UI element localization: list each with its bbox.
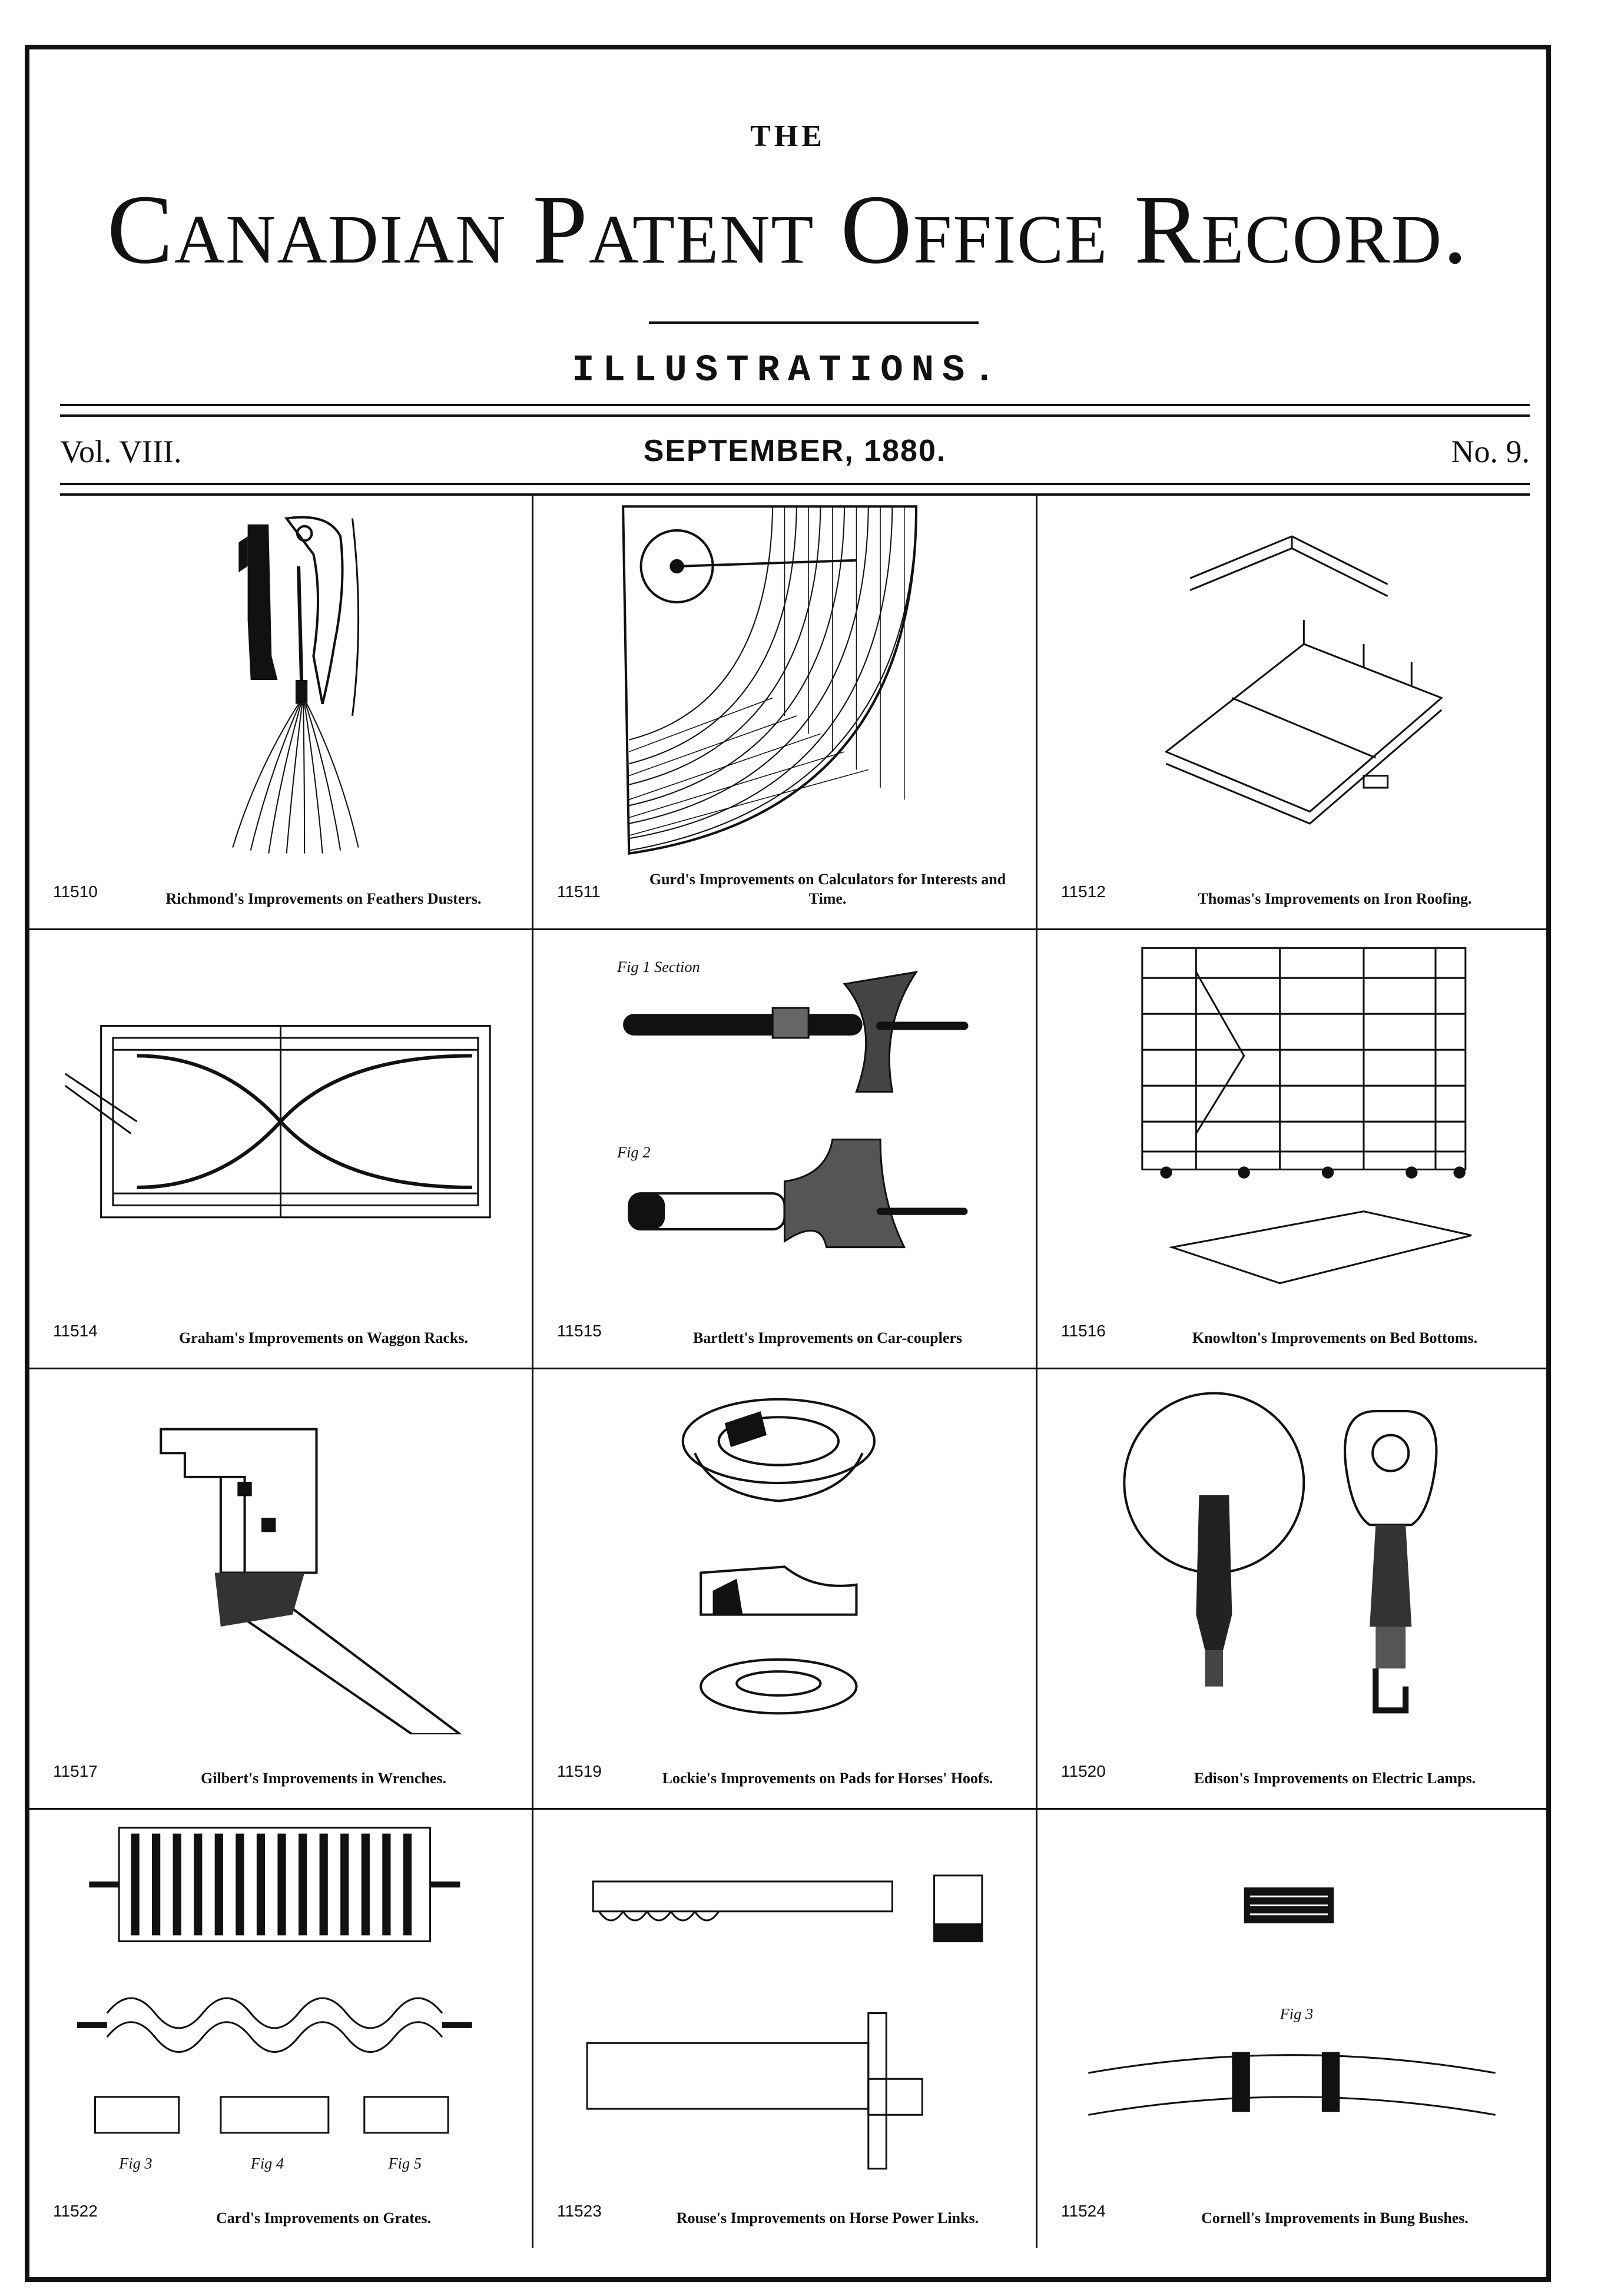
patent-caption: 11511 Gurd's Improvements on Calculators…	[557, 865, 1022, 912]
patent-caption: 11510 Richmond's Improvements on Feather…	[53, 865, 518, 912]
patent-cell: Fig 3 Fig 4 Fig 5 11522 Card's Improveme…	[29, 1810, 533, 2248]
patent-title: Richmond's Improvements on Feathers Dust…	[165, 890, 482, 907]
figure-label: Fig 4	[250, 2155, 284, 2172]
patent-title: Thomas's Improvements on Iron Roofing.	[1198, 890, 1472, 907]
patent-caption: 11523 Rouse's Improvements on Horse Powe…	[557, 2184, 1022, 2231]
patent-caption: 11517 Gilbert's Improvements in Wrenches…	[53, 1744, 518, 1791]
iron-roofing-illustration	[1164, 535, 1444, 825]
patent-cell: Fig 3 11524 Cornell's Improvements in Bu…	[1037, 1810, 1546, 2248]
patent-cell: 11519 Lockie's Improvements on Pads for …	[533, 1369, 1037, 1810]
patent-title: Card's Improvements on Grates.	[216, 2209, 431, 2227]
patent-caption: 11520 Edison's Improvements on Electric …	[1061, 1744, 1532, 1791]
publication-title: Canadian Patent Office Record.	[107, 175, 1469, 284]
figure-label: Fig 2	[616, 1143, 650, 1161]
double-rule-top	[60, 404, 1530, 417]
patent-caption: 11522 Card's Improvements on Grates.	[53, 2184, 518, 2231]
figure-label: Fig 3	[118, 2155, 152, 2172]
illustration-grid: 11510 Richmond's Improvements on Feather…	[29, 495, 1546, 2277]
patent-title: Bartlett's Improvements on Car-couplers	[692, 1329, 963, 1346]
patent-title: Gilbert's Improvements in Wrenches.	[201, 1769, 446, 1787]
patent-number: 11510	[53, 882, 98, 901]
page-frame: THE Canadian Patent Office Record. ILLUS…	[25, 45, 1551, 2282]
patent-number: 11520	[1061, 1762, 1106, 1780]
patent-title: Knowlton's Improvements on Bed Bottoms.	[1192, 1329, 1478, 1346]
hoof-pad-illustration	[681, 1398, 876, 1715]
patent-cell: 11511 Gurd's Improvements on Calculators…	[533, 495, 1037, 930]
patent-caption: 11524 Cornell's Improvements in Bung Bus…	[1061, 2184, 1532, 2231]
patent-caption: 11514 Graham's Improvements on Waggon Ra…	[53, 1304, 518, 1351]
bed-bottom-illustration	[1141, 947, 1472, 1285]
patent-caption: 11512 Thomas's Improvements on Iron Roof…	[1061, 865, 1532, 912]
calculator-illustration	[622, 505, 918, 855]
masthead: THE Canadian Patent Office Record. ILLUS…	[29, 49, 1546, 503]
car-coupler-illustration: Fig 1 Section Fig 2	[616, 958, 969, 1249]
title-rule	[649, 321, 979, 324]
patent-number: 11524	[1061, 2202, 1106, 2220]
patent-title: Edison's Improvements on Electric Lamps.	[1194, 1769, 1476, 1787]
figure-label: Fig 5	[387, 2155, 421, 2172]
section-subtitle: ILLUSTRATIONS.	[572, 350, 1004, 392]
figure-label: Fig 1 Section	[616, 958, 700, 976]
patent-cell: 11523 Rouse's Improvements on Horse Powe…	[533, 1810, 1037, 2248]
issue-line: Vol. VIII. SEPTEMBER, 1880. No. 9.	[60, 426, 1530, 473]
patent-number: 11516	[1061, 1322, 1106, 1340]
patent-cell: 11512 Thomas's Improvements on Iron Roof…	[1037, 495, 1546, 930]
patent-number: 11523	[557, 2202, 602, 2220]
patent-caption: 11516 Knowlton's Improvements on Bed Bot…	[1061, 1304, 1532, 1351]
patent-title: Lockie's Improvements on Pads for Horses…	[662, 1769, 993, 1787]
volume-label: Vol. VIII.	[60, 434, 182, 469]
patent-title: Gurd's Improvements on Calculators for I…	[649, 871, 1006, 907]
patent-cell: 11514 Graham's Improvements on Waggon Ra…	[29, 930, 533, 1369]
figure-label: Fig 3	[1279, 2005, 1314, 2023]
patent-number: 11522	[53, 2202, 98, 2220]
patent-cell: 11517 Gilbert's Improvements in Wrenches…	[29, 1369, 533, 1810]
patent-number: 11515	[557, 1322, 602, 1340]
double-rule-bottom	[60, 483, 1530, 496]
patent-cell: Fig 1 Section Fig 2 11515 Bartlett's Imp…	[533, 930, 1037, 1369]
patent-cell: 11520 Edison's Improvements on Electric …	[1037, 1369, 1546, 1810]
feather-duster-illustration	[232, 516, 360, 854]
patent-number: 11512	[1061, 882, 1106, 901]
masthead-the: THE	[750, 120, 826, 153]
electric-lamp-illustration	[1123, 1392, 1438, 1714]
issue-number: No. 9.	[1451, 434, 1530, 469]
patent-number: 11519	[557, 1762, 602, 1780]
patent-title: Rouse's Improvements on Horse Power Link…	[676, 2209, 979, 2227]
patent-cell: 11516 Knowlton's Improvements on Bed Bot…	[1037, 930, 1546, 1369]
patent-number: 11514	[53, 1322, 98, 1340]
issue-date: SEPTEMBER, 1880.	[643, 434, 947, 468]
wrench-illustration	[160, 1428, 462, 1734]
patent-caption: 11519 Lockie's Improvements on Pads for …	[557, 1744, 1022, 1791]
horse-power-link-illustration	[586, 1874, 983, 2170]
waggon-rack-illustration	[64, 1025, 491, 1219]
patent-title: Cornell's Improvements in Bung Bushes.	[1201, 2209, 1469, 2227]
grate-illustration: Fig 3 Fig 4 Fig 5	[77, 1826, 472, 2172]
bung-bush-illustration: Fig 3	[1088, 1887, 1496, 2116]
patent-caption: 11515 Bartlett's Improvements on Car-cou…	[557, 1304, 1022, 1351]
patent-title: Graham's Improvements on Waggon Racks.	[179, 1329, 468, 1346]
patent-cell: 11510 Richmond's Improvements on Feather…	[29, 495, 533, 930]
patent-number: 11517	[53, 1762, 98, 1780]
patent-number: 11511	[557, 882, 601, 901]
